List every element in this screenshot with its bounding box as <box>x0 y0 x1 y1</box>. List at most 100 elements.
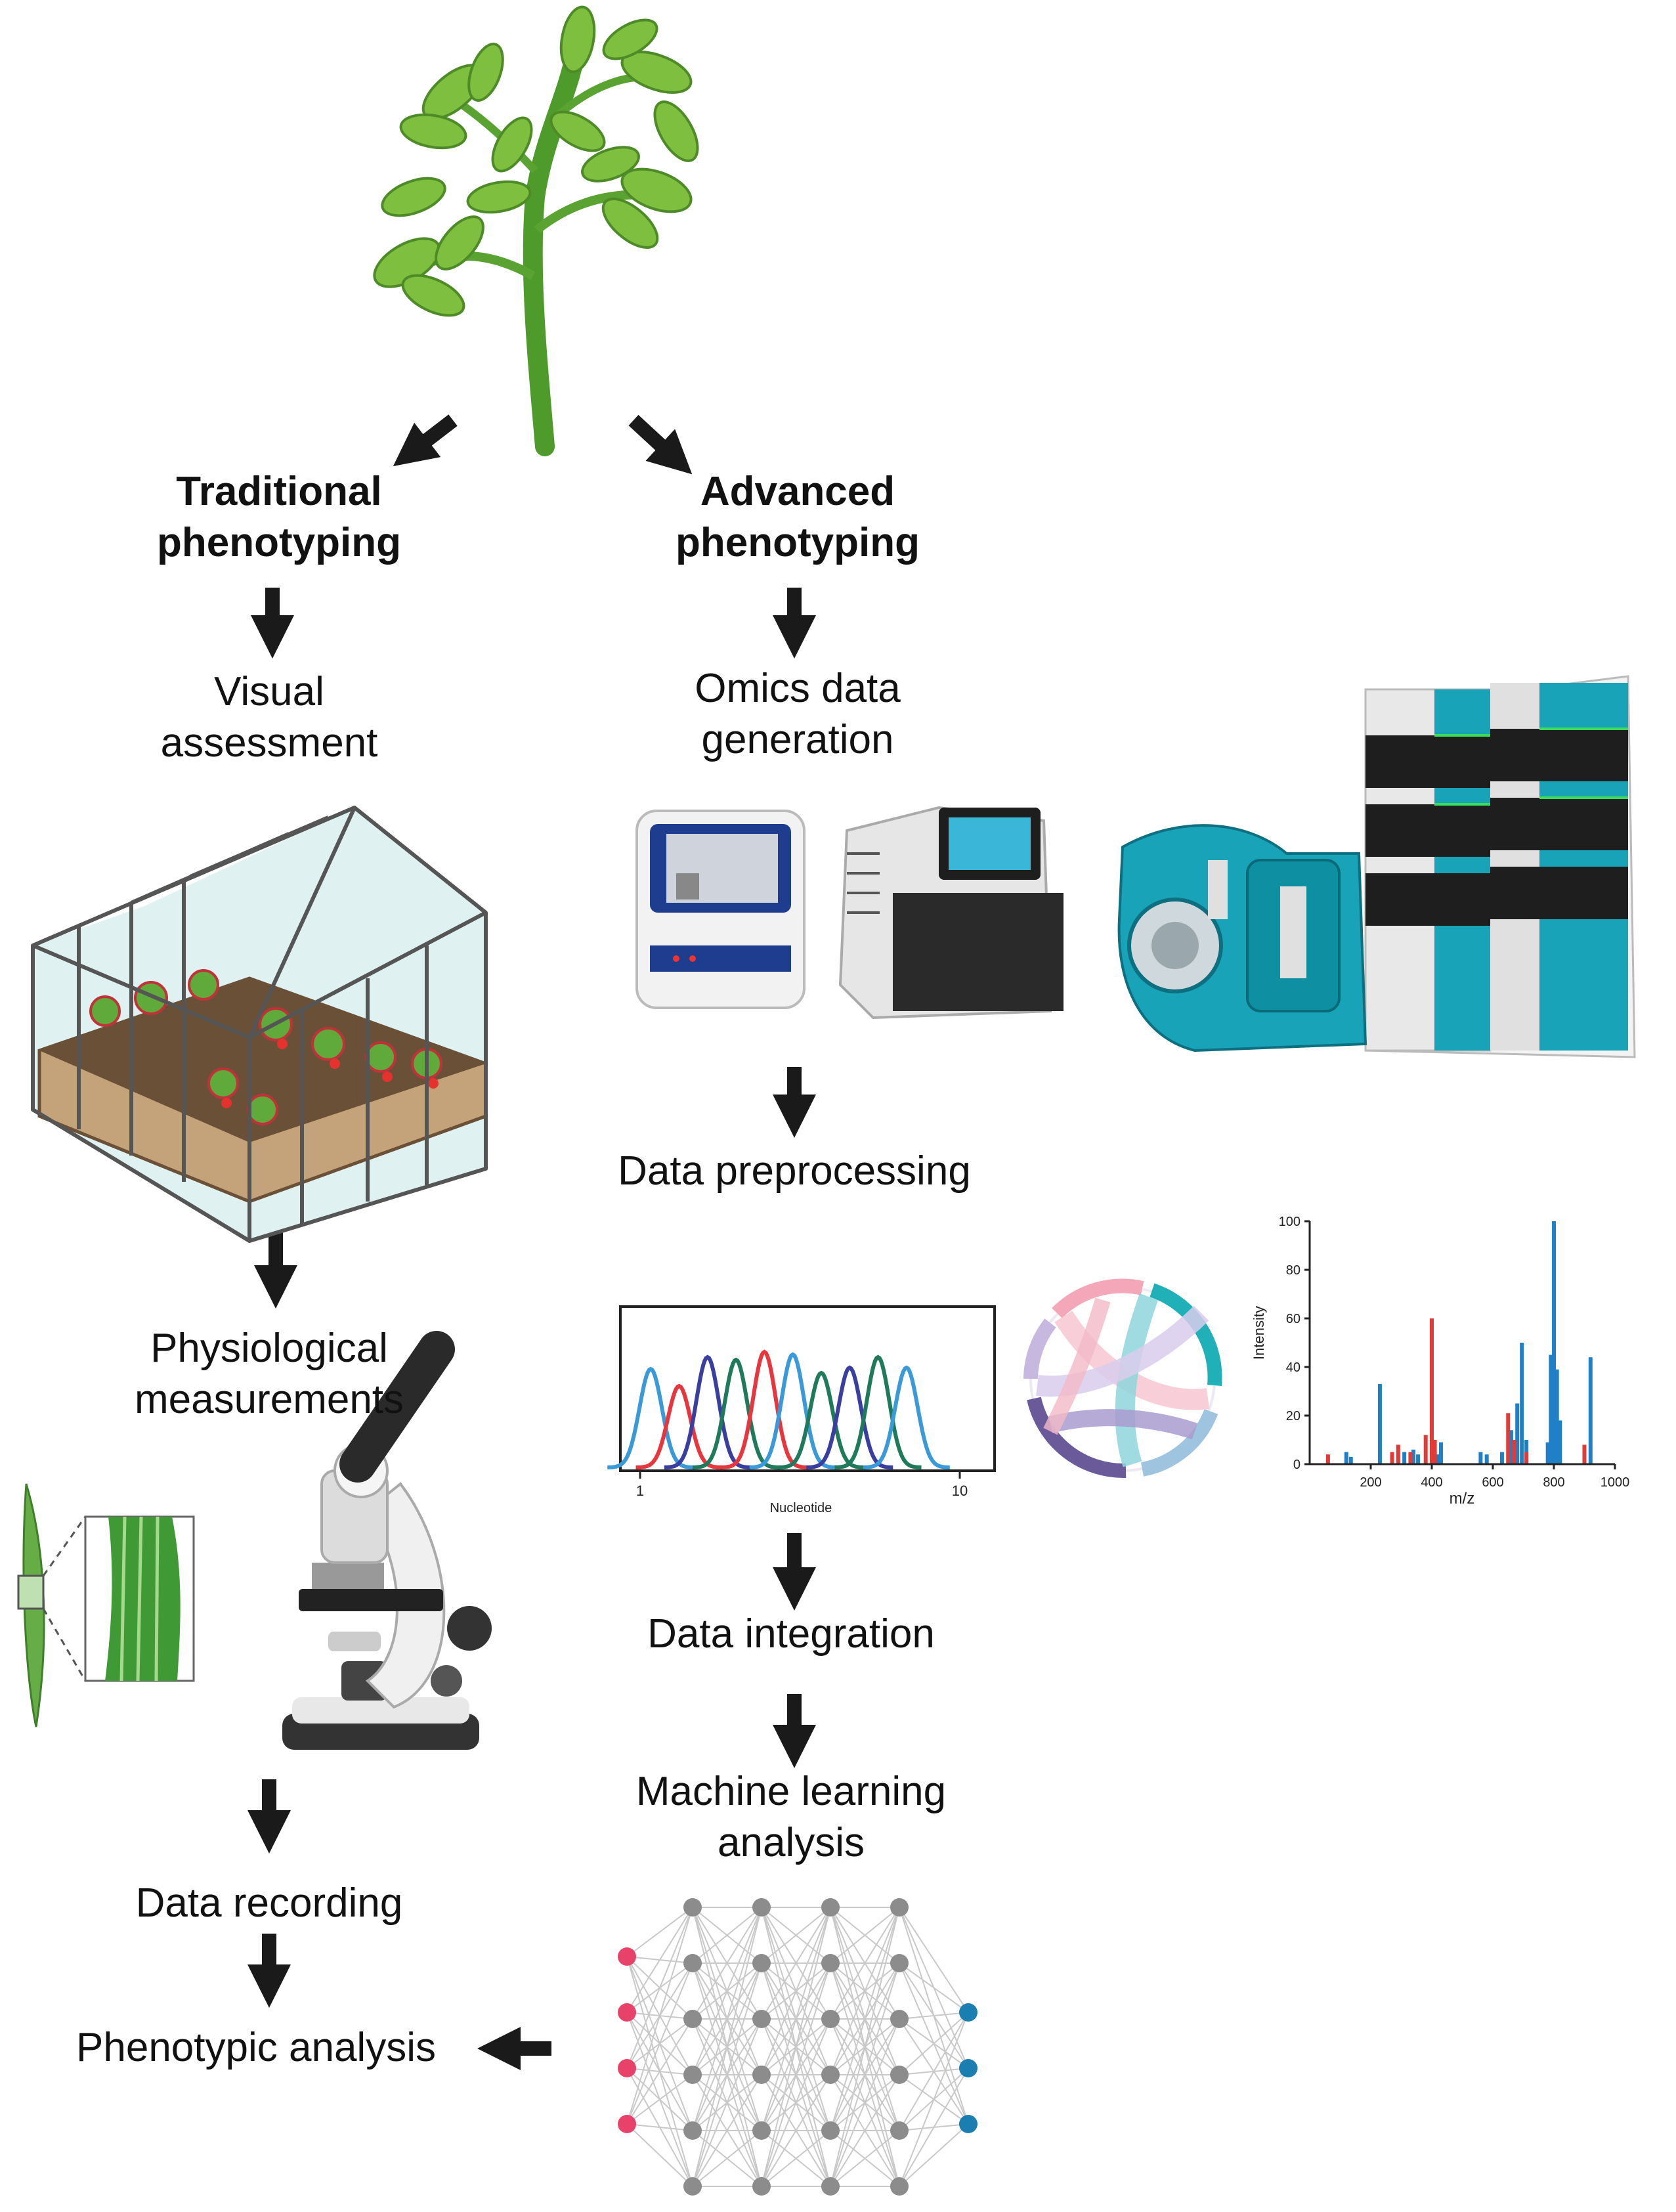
label-physio-line1: Physiological <box>150 1326 388 1371</box>
ms-ytick-label: 100 <box>1279 1215 1300 1229</box>
nn-edge <box>761 1907 831 2131</box>
nn-hidden-node <box>890 2010 909 2028</box>
label-advanced-line2: phenotyping <box>676 520 920 565</box>
chromatogram-tick-start: 1 <box>636 1483 644 1499</box>
nn-edge <box>761 1907 831 2187</box>
ms-peak-blue <box>1478 1452 1483 1464</box>
nn-edge <box>692 1907 762 2131</box>
mass-spectrum-xlabel: m/z <box>1450 1490 1475 1507</box>
nn-hidden-node <box>821 2066 840 2084</box>
label-visual-assessment: Visual assessment <box>128 666 410 769</box>
nn-edge <box>899 2123 969 2187</box>
label-omics-line1: Omics data <box>695 666 901 711</box>
nn-edge <box>692 2130 762 2187</box>
label-omics: Omics data generation <box>660 663 935 766</box>
nn-connections <box>626 1907 969 2187</box>
nn-edge <box>692 1963 762 2187</box>
ms-ytick-label: 0 <box>1293 1458 1300 1472</box>
nn-input-node <box>618 2115 636 2133</box>
nn-edge <box>626 2018 693 2125</box>
ms-peak-blue <box>1377 1383 1382 1464</box>
nn-edge <box>899 1907 969 2013</box>
nn-hidden-node <box>683 2010 702 2028</box>
nn-edge <box>626 2123 693 2187</box>
ms-peak-blue <box>1555 1369 1559 1464</box>
label-phenotypic: Phenotypic analysis <box>76 2025 436 2070</box>
mass-spectrum-peaks <box>1325 1221 1593 1464</box>
nn-edge <box>899 2012 969 2075</box>
nn-hidden-node <box>683 1954 702 1972</box>
nn-hidden-node <box>752 2010 771 2028</box>
nn-edge <box>761 1907 831 2020</box>
ms-peak-blue <box>1545 1442 1550 1464</box>
nn-output-node <box>959 2059 978 2077</box>
nn-hidden-node <box>821 1954 840 1972</box>
nn-edge <box>830 1963 900 2187</box>
nn-input-node <box>618 1947 636 1966</box>
mass-spectrum-ylabel: Intensity <box>1251 1306 1267 1360</box>
nn-edge <box>692 1907 762 2187</box>
chord-diagram-icon <box>1023 1278 1222 1479</box>
lc-ms-instrument-icon <box>1117 675 1636 1058</box>
nn-edge <box>830 2074 900 2187</box>
nn-edge <box>692 1907 762 1964</box>
nn-edge <box>899 2012 969 2020</box>
label-ml-line1: Machine learning <box>635 1769 947 1814</box>
nn-hidden-node <box>890 1954 909 1972</box>
label-advanced: Advanced phenotyping <box>660 466 935 569</box>
arrow-plant-to-traditional <box>393 414 458 467</box>
ms-peak-blue <box>1484 1454 1489 1464</box>
nn-hidden-node <box>890 2121 909 2140</box>
nn-edge <box>761 1963 831 2187</box>
microscope-icon <box>282 1331 492 1750</box>
ms-peak-blue <box>1509 1430 1513 1464</box>
ms-peak-red <box>1512 1440 1516 1464</box>
ms-peak-blue <box>1549 1355 1553 1464</box>
label-recording: Data recording <box>135 1880 403 1926</box>
ms-peak-blue <box>1348 1456 1353 1464</box>
nn-edge <box>830 1907 900 2020</box>
nn-edge <box>830 1907 900 2131</box>
nn-hidden-node <box>683 1898 702 1917</box>
nn-edge <box>830 2018 900 2187</box>
label-visual-line2: assessment <box>160 720 378 766</box>
nn-hidden-node <box>683 2121 702 2140</box>
ms-peak-red <box>1390 1452 1394 1464</box>
label-traditional-line1: Traditional <box>176 469 382 514</box>
ms-ytick-label: 60 <box>1286 1312 1300 1326</box>
nn-edge <box>830 1907 900 1964</box>
label-advanced-line1: Advanced <box>700 469 895 514</box>
chromatogram-xlabel: Nucleotide <box>770 1501 832 1515</box>
ms-peak-red <box>1506 1413 1511 1464</box>
ms-xtick-label: 600 <box>1482 1475 1503 1490</box>
ms-xtick-label: 200 <box>1360 1475 1381 1490</box>
nn-hidden-node <box>890 2066 909 2084</box>
nn-edge <box>761 2018 831 2187</box>
nn-hidden-node <box>821 2121 840 2140</box>
nn-hidden-node <box>752 2066 771 2084</box>
nn-edge <box>626 1963 693 2125</box>
nn-edge <box>692 1907 762 2075</box>
nn-hidden-node <box>821 2010 840 2028</box>
ms-peak-blue <box>1411 1449 1416 1464</box>
nn-edge <box>761 2074 831 2187</box>
nn-edge <box>761 2130 831 2187</box>
nn-edge <box>692 1907 762 2020</box>
label-integration: Data integration <box>647 1611 935 1657</box>
nn-edge <box>626 1907 693 2069</box>
nn-edge <box>899 2012 969 2131</box>
label-ml-line2: analysis <box>718 1820 865 1865</box>
chromatogram-peak-9 <box>834 1355 922 1469</box>
label-preprocessing: Data preprocessing <box>618 1148 971 1194</box>
chromatogram-chart: 1 10 Nucleotide <box>607 1305 996 1515</box>
pcr-instrument-icon <box>838 806 1064 1020</box>
tomato-plant-icon <box>373 5 699 456</box>
nn-hidden-node <box>683 2066 702 2084</box>
ms-peak-red <box>1325 1454 1330 1464</box>
nn-hidden-node <box>821 2177 840 2196</box>
neural-network-diagram <box>618 1898 978 2196</box>
ms-peak-blue <box>1416 1454 1421 1464</box>
nn-edge <box>899 1963 969 2013</box>
